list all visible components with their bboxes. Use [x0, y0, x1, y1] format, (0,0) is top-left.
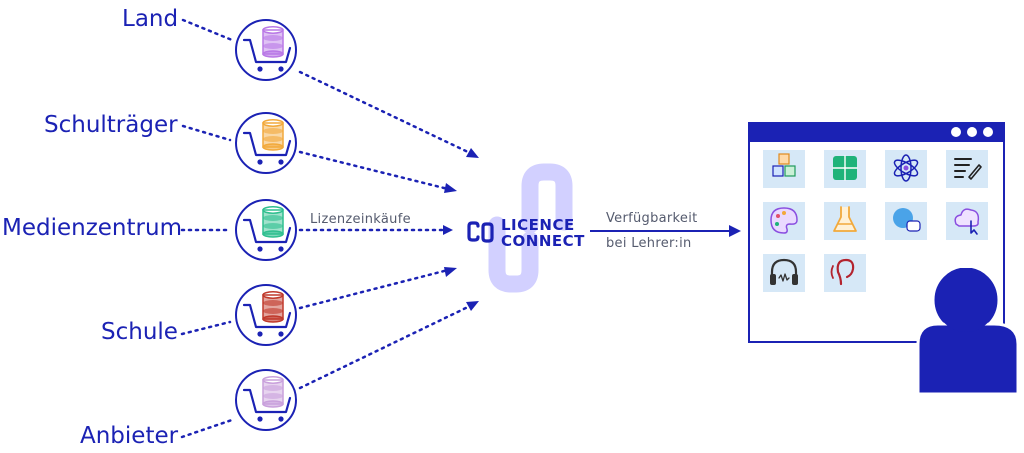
palette-icon[interactable] [763, 202, 805, 240]
cart-database-icon [235, 284, 297, 346]
notes-pencil-icon[interactable] [946, 150, 988, 188]
logo-accent-shape [488, 163, 573, 293]
purchase-label: Lizenzeinkäufe [308, 212, 413, 227]
hearing-icon[interactable] [824, 254, 866, 292]
buyer-label-schule: Schule [101, 319, 178, 345]
availability-line-2: bei Lehrer:in [606, 236, 692, 251]
cloud-click-icon[interactable] [946, 202, 988, 240]
cart-database-icon [235, 19, 297, 81]
headphones-icon[interactable] [763, 254, 805, 292]
purchase-arrows [298, 70, 472, 390]
cart-database-icon [235, 369, 297, 431]
availability-line-1: Verfügbarkeit [606, 211, 698, 226]
cart-database-icon [235, 199, 297, 261]
buyer-label-land: Land [122, 6, 179, 32]
availability-arrow [590, 225, 741, 237]
link-logo-icon [467, 221, 494, 243]
alphabet-blocks-icon[interactable] [763, 150, 805, 188]
teacher-avatar-icon [916, 268, 1020, 394]
calculator-icon[interactable] [824, 150, 866, 188]
buyer-label-medienzentrum: Medienzentrum [2, 215, 182, 241]
atom-icon[interactable] [885, 150, 927, 188]
buyer-label-anbieter: Anbieter [80, 423, 179, 449]
cart-database-icon [235, 112, 297, 174]
label-connectors [180, 18, 234, 439]
flask-icon[interactable] [824, 202, 866, 240]
buyer-label-schultraeger: Schulträger [44, 112, 178, 138]
purchase-arrowheads [443, 148, 479, 311]
translate-globe-icon[interactable] [885, 202, 927, 240]
brand-line-2: CONNECT [501, 232, 585, 250]
brand-line-1: LICENCE [501, 216, 575, 234]
